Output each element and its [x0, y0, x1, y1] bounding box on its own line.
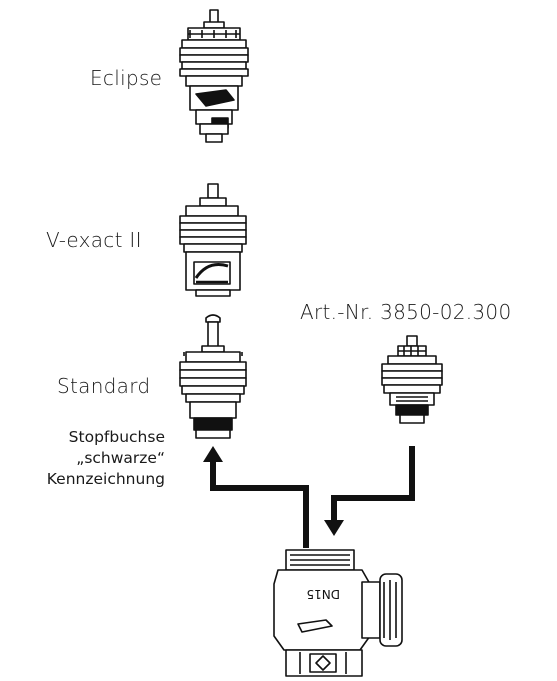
standard-insert	[180, 315, 246, 438]
arrowhead-up	[203, 446, 223, 462]
arrow-from-artnr	[334, 446, 412, 520]
artnr-insert	[382, 336, 442, 423]
eclipse-insert	[180, 10, 248, 142]
vexact-insert	[180, 184, 246, 296]
valve-body	[274, 550, 402, 676]
arrowhead-down	[324, 520, 344, 536]
arrow-to-standard	[213, 462, 306, 548]
dn-marking: DN15	[307, 587, 341, 601]
